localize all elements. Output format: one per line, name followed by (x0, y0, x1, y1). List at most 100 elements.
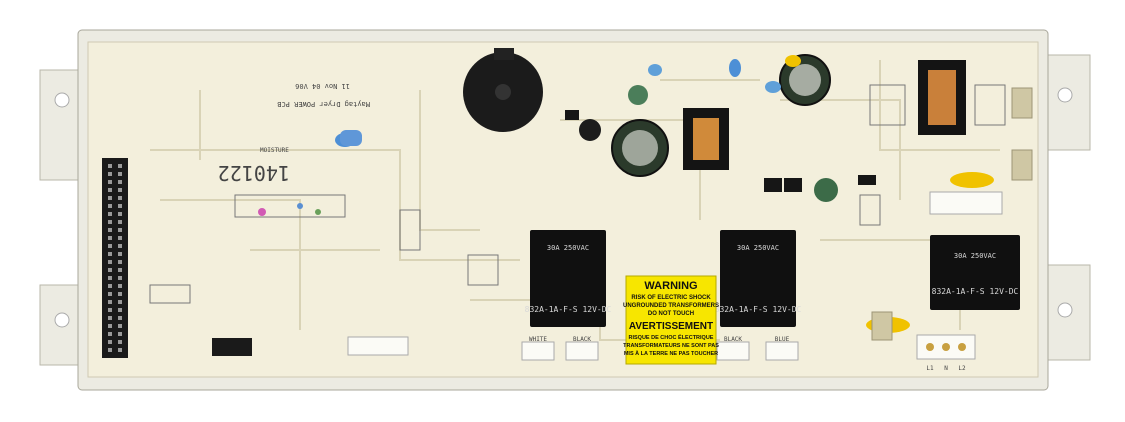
wire-label-black-1: BLACK (573, 336, 591, 343)
svg-text:832A-1A-F-S 12V-DC: 832A-1A-F-S 12V-DC (932, 287, 1019, 296)
connector-pin (108, 220, 112, 224)
ic-chip (784, 178, 802, 192)
connector-pin (108, 244, 112, 248)
connector-pin (108, 308, 112, 312)
connector-pin (118, 236, 122, 240)
connector-pin (108, 348, 112, 352)
yellow-capacitor (785, 55, 801, 67)
connector-pin (108, 300, 112, 304)
varistor (1011, 87, 1033, 119)
connector-pin (108, 196, 112, 200)
connector-pin (118, 172, 122, 176)
connector-pin (108, 228, 112, 232)
connector-pin (108, 204, 112, 208)
ic-chip (858, 175, 876, 185)
connector-pin (118, 276, 122, 280)
connector-pin (108, 324, 112, 328)
connector-pin (108, 292, 112, 296)
warning-title: WARNING (644, 280, 697, 292)
relay-2-text: 832A-1A-F-S 12V-DC 30A 250VAC (715, 244, 802, 314)
svg-text:30A 250VAC: 30A 250VAC (954, 252, 996, 260)
connector-pin (108, 260, 112, 264)
spade-terminal (521, 341, 555, 361)
blue-capacitor (765, 81, 781, 93)
ribbon-connector-pins (108, 164, 122, 352)
relay-3 (930, 235, 1020, 310)
warning-line-3-fr: MIS À LA TERRE NE PAS TOUCHER (624, 350, 718, 357)
connector-pin (108, 276, 112, 280)
wire-label-black-2: BLACK (724, 336, 742, 343)
svg-text:832A-1A-F-S 12V-DC: 832A-1A-F-S 12V-DC (715, 305, 802, 314)
connector-pin (118, 228, 122, 232)
yellow-capacitor (950, 172, 994, 188)
warning-title-fr: AVERTISSEMENT (629, 321, 713, 332)
connector-pin (118, 300, 122, 304)
svg-text:832A-1A-F-S 12V-DC: 832A-1A-F-S 12V-DC (525, 305, 612, 314)
varistor (1011, 149, 1033, 181)
connector-pin (108, 340, 112, 344)
white-connector (347, 336, 409, 356)
connector-pin (108, 332, 112, 336)
connector-pin (108, 316, 112, 320)
connector-pin (118, 180, 122, 184)
connector-pin (118, 220, 122, 224)
wire-label-white: WHITE (529, 336, 547, 343)
connector-pin (118, 196, 122, 200)
model-text: Maytag Dryer POWER PCB (277, 100, 370, 108)
terminal-l1: L1 (926, 365, 934, 372)
connector-pin (108, 236, 112, 240)
wire-label-blue: BLUE (775, 336, 790, 343)
connector-pin (108, 268, 112, 272)
connector-pin (118, 332, 122, 336)
warning-label (625, 275, 717, 365)
warning-line-1-fr: RISQUE DE CHOC ÉLECTRIQUE (629, 333, 714, 341)
connector-pin (118, 268, 122, 272)
silkscreen-outlines (149, 84, 1006, 304)
white-connector (929, 191, 1003, 215)
connector-pin (118, 212, 122, 216)
connector-pin (108, 188, 112, 192)
spade-terminal (765, 341, 799, 361)
warning-line-3: DO NOT TOUCH (648, 311, 694, 317)
connector-pin (118, 260, 122, 264)
connector-pin (118, 252, 122, 256)
blue-component (340, 130, 362, 146)
svg-text:30A 250VAC: 30A 250VAC (547, 244, 589, 252)
connector-pin (118, 284, 122, 288)
relay-1 (530, 230, 606, 327)
connector-pin (118, 244, 122, 248)
connector-pin (118, 188, 122, 192)
connector-pin (108, 212, 112, 216)
small-capacitor (628, 85, 648, 105)
ic-chip (565, 110, 579, 120)
spade-terminal (565, 341, 599, 361)
relay-1-text: 832A-1A-F-S 12V-DC 30A 250VAC (525, 244, 612, 314)
small-capacitor (579, 119, 601, 141)
warning-line-2: UNGROUNDED TRANSFORMERS (623, 303, 719, 309)
connector-pin (118, 164, 122, 168)
serial-number: 140122 (218, 161, 290, 185)
connector-pin (118, 204, 122, 208)
warning-line-2-fr: TRANSFORMATEURS NE SONT PAS (623, 343, 719, 349)
relay-3-text: 832A-1A-F-S 12V-DC 30A 250VAC (932, 252, 1019, 296)
moisture-label: MOISTURE (260, 147, 289, 154)
spade-terminal (716, 341, 750, 361)
pin-header (212, 338, 252, 356)
connector-pin (118, 292, 122, 296)
terminal-l2: L2 (958, 365, 966, 372)
connector-pin (118, 316, 122, 320)
connector-pin (108, 164, 112, 168)
connector-pin (118, 348, 122, 352)
connector-pin (108, 180, 112, 184)
connector-pin (108, 252, 112, 256)
relay-2 (720, 230, 796, 327)
ribbon-connector (102, 158, 128, 358)
small-capacitor (814, 178, 838, 202)
connector-pin (108, 284, 112, 288)
varistor (871, 311, 893, 341)
warning-line-1: RISK OF ELECTRIC SHOCK (631, 295, 711, 301)
connector-pin (108, 172, 112, 176)
connector-pin (118, 324, 122, 328)
